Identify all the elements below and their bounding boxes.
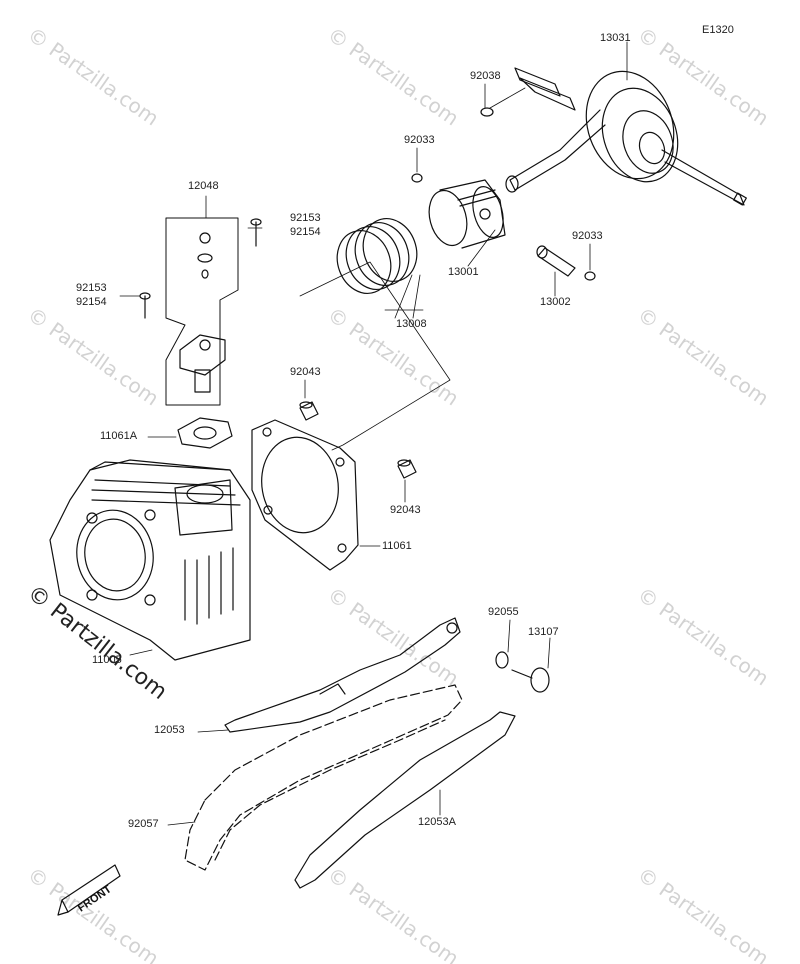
- piston: [428, 179, 506, 249]
- part-label-92043[interactable]: 92043: [390, 504, 421, 516]
- leader-lines: [119, 41, 628, 826]
- clip-92033a: [411, 173, 423, 183]
- gasket-11061: [251, 419, 359, 571]
- part-label-11061[interactable]: 11061: [382, 540, 412, 552]
- tensioner-assembly: [139, 217, 262, 406]
- part-label-92043[interactable]: 92043: [290, 366, 321, 378]
- bolt-13107: [511, 667, 550, 693]
- chain-guide-12053A: [294, 711, 516, 889]
- washer-92055: [495, 651, 509, 669]
- part-label-92057[interactable]: 92057: [128, 818, 159, 830]
- dowel-92043a: [299, 401, 319, 421]
- cam-chain: [184, 684, 463, 871]
- dowel-92043b: [397, 459, 417, 479]
- front-arrow-icon: [57, 864, 121, 916]
- cylinder: [49, 459, 251, 661]
- diagram-code: E1320: [702, 24, 734, 36]
- part-label-13008[interactable]: 13008: [396, 318, 427, 330]
- part-label-11005[interactable]: 11005: [92, 654, 122, 666]
- part-label-92055[interactable]: 92055: [488, 606, 519, 618]
- key-92038: [480, 107, 494, 117]
- part-label-11061A[interactable]: 11061A: [100, 430, 138, 442]
- part-label-13001[interactable]: 13001: [448, 266, 479, 278]
- gasket-11061A: [177, 417, 233, 449]
- part-label-92033[interactable]: 92033: [404, 134, 435, 146]
- part-label-92033[interactable]: 92033: [572, 230, 603, 242]
- part-label-92153[interactable]: 92153: [76, 282, 107, 294]
- part-label-12053A[interactable]: 12053A: [418, 816, 456, 828]
- part-label-13002[interactable]: 13002: [540, 296, 571, 308]
- part-label-92154[interactable]: 92154: [290, 226, 321, 238]
- chain-guide-12053: [224, 617, 461, 733]
- part-label-13031[interactable]: 13031: [600, 32, 631, 44]
- part-label-12048[interactable]: 12048: [188, 180, 219, 192]
- part-label-12053[interactable]: 12053: [154, 724, 185, 736]
- part-label-92154[interactable]: 92154: [76, 296, 107, 308]
- part-label-92038[interactable]: 92038: [470, 70, 501, 82]
- part-label-13107[interactable]: 13107: [528, 626, 559, 638]
- part-label-92153[interactable]: 92153: [290, 212, 321, 224]
- piston-pin: [536, 245, 576, 277]
- piston-rings: [336, 218, 418, 294]
- crankshaft: [505, 67, 747, 206]
- clip-92033b: [584, 271, 596, 281]
